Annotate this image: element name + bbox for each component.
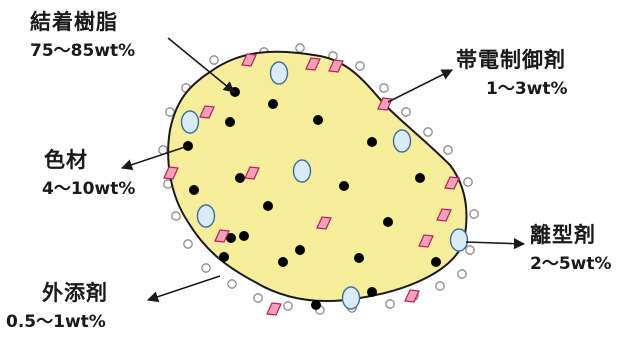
external-additive-circle xyxy=(254,294,262,302)
colorant-dot xyxy=(311,300,321,310)
external-additive-circle xyxy=(386,300,394,308)
external-additive-circle xyxy=(172,212,180,220)
release-agent-label: 離型剤 2～5wt% xyxy=(530,225,612,273)
colorant-dot xyxy=(383,217,393,227)
colorant-percent: 4～10wt% xyxy=(42,181,135,198)
colorant-dot xyxy=(225,117,235,127)
colorant-dot xyxy=(415,173,425,183)
colorant-dot xyxy=(235,173,245,183)
release-agent-name: 離型剤 xyxy=(530,225,612,246)
binder-resin-name: 結着樹脂 xyxy=(30,12,135,33)
colorant-dot xyxy=(278,257,288,267)
external-additive-circle xyxy=(466,246,474,254)
release-agent-percent: 2～5wt% xyxy=(530,256,612,273)
binder-resin-label: 結着樹脂 75～85wt% xyxy=(30,12,135,60)
release-agent-ellipse xyxy=(198,205,215,227)
colorant-dot xyxy=(431,257,441,267)
release-agent-arrow xyxy=(466,242,524,244)
release-agent-ellipse xyxy=(271,62,288,84)
colorant-name: 色材 xyxy=(44,150,135,171)
external-additive-circle xyxy=(464,178,472,186)
external-additive-circle xyxy=(284,302,292,310)
release-agent-ellipse xyxy=(343,287,360,309)
colorant-label: 色材 4～10wt% xyxy=(42,150,135,198)
colorant-dot xyxy=(219,252,229,262)
colorant-dot xyxy=(367,137,377,147)
release-agent-ellipse xyxy=(294,160,311,182)
colorant-dot xyxy=(263,201,273,211)
colorant-dot xyxy=(230,87,240,97)
charge-control-agent-percent: 1～3wt% xyxy=(486,81,568,98)
colorant-dot xyxy=(313,115,323,125)
release-agent-ellipse xyxy=(451,229,468,251)
external-additive-name: 外添剤 xyxy=(42,283,108,304)
colorant-dot xyxy=(239,231,249,241)
charge-control-arrow xyxy=(388,70,452,102)
additive-arrow xyxy=(148,276,220,300)
external-additive-circle xyxy=(356,62,364,70)
external-additive-circle xyxy=(380,84,388,92)
colorant-dot xyxy=(268,99,278,109)
release-agent-ellipse xyxy=(394,130,411,152)
colorant-dot xyxy=(189,185,199,195)
charge-control-agent-label: 帯電制御剤 1～3wt% xyxy=(456,50,568,98)
external-additive-percent: 0.5～1wt% xyxy=(6,314,108,331)
external-additive-circle xyxy=(424,128,432,136)
external-additive-circle xyxy=(210,56,218,64)
charge-control-agent-name: 帯電制御剤 xyxy=(456,50,568,71)
external-additive-circle xyxy=(458,270,466,278)
charge-control-diamond xyxy=(267,303,281,315)
external-additive-circle xyxy=(444,146,452,154)
external-additive-circle xyxy=(436,282,444,290)
colorant-dot xyxy=(339,181,349,191)
colorant-dot xyxy=(354,253,364,263)
colorant-dot xyxy=(367,287,377,297)
colorant-dot xyxy=(295,245,305,255)
charge-control-diamond xyxy=(405,290,419,302)
external-additive-label: 外添剤 0.5～1wt% xyxy=(6,283,108,331)
external-additive-circle xyxy=(228,280,236,288)
external-additive-circle xyxy=(402,108,410,116)
external-additive-circle xyxy=(470,210,478,218)
external-additive-circle xyxy=(202,264,210,272)
binder-resin-percent: 75～85wt% xyxy=(30,43,135,60)
external-additive-circle xyxy=(184,240,192,248)
external-additive-circle xyxy=(296,44,304,52)
release-agent-ellipse xyxy=(182,111,199,133)
external-additive-circle xyxy=(166,108,174,116)
